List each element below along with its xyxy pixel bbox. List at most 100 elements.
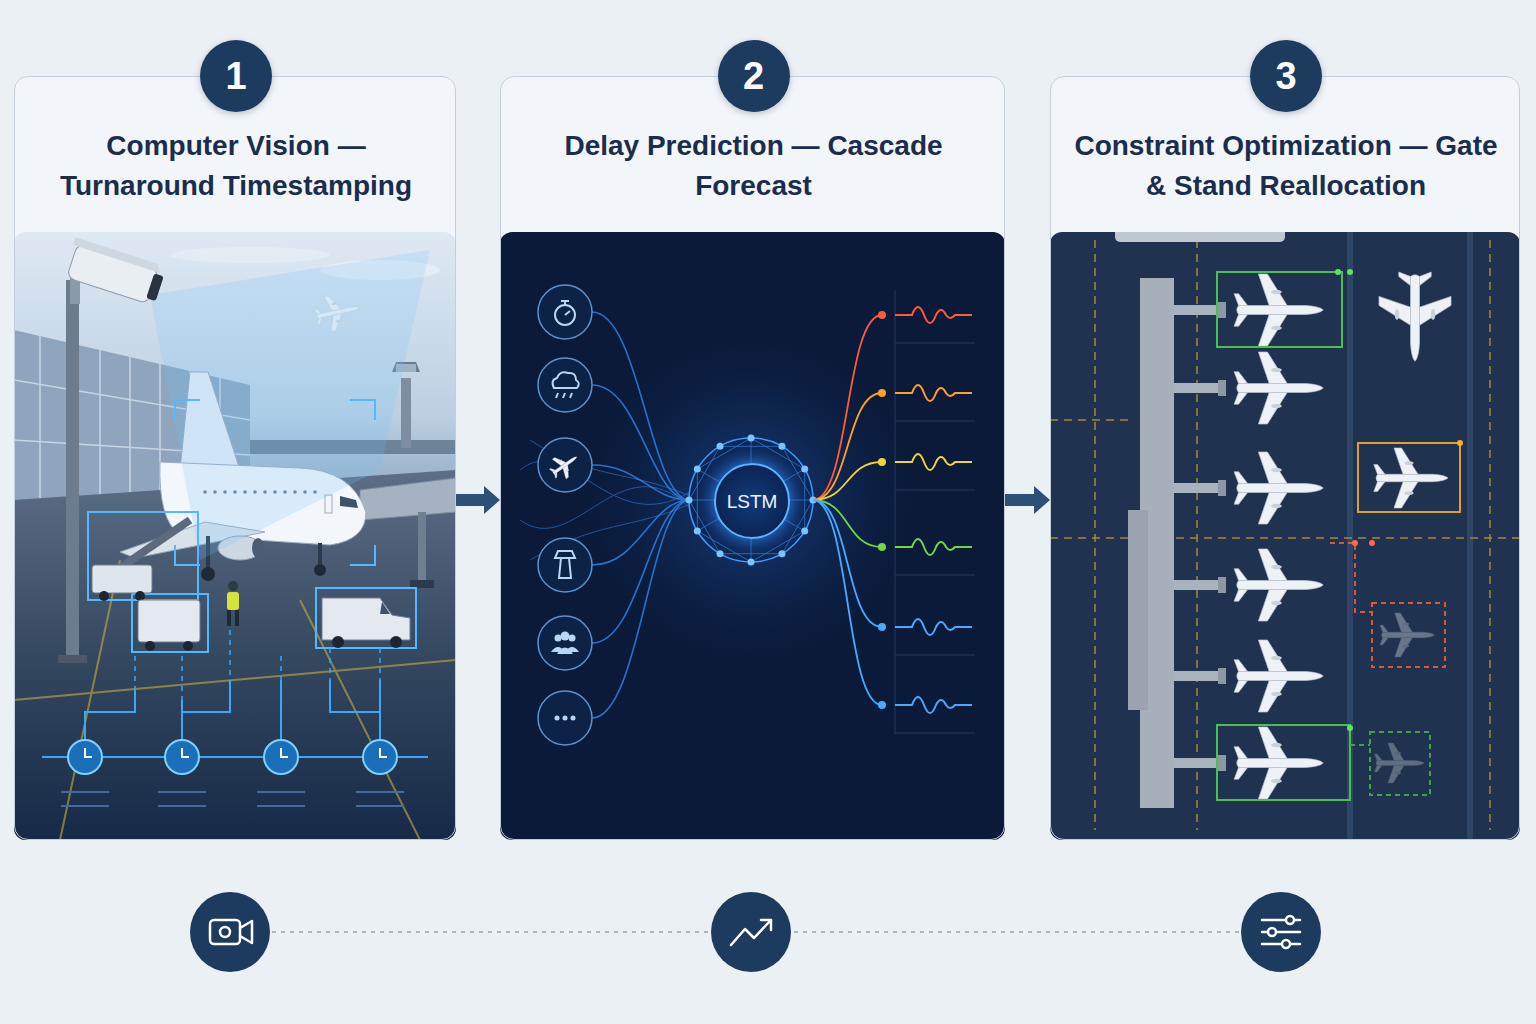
- prediction-scene: [878, 543, 886, 551]
- prediction-scene: [538, 285, 592, 745]
- step-number: 3: [1275, 57, 1296, 95]
- prediction-scene: [895, 733, 975, 734]
- apron-scene: [280, 656, 282, 680]
- stand-map: [1217, 272, 1342, 347]
- apron-scene: [70, 278, 80, 304]
- bottom-icon-row: [220, 927, 230, 937]
- network-mesh: [689, 438, 813, 562]
- stand-map: [1358, 443, 1460, 512]
- apron-scene: [14, 232, 456, 840]
- stand-map: [1379, 272, 1451, 361]
- bottom-icon-row: [240, 921, 252, 943]
- apron-scene: [325, 495, 332, 513]
- apron-scene: [329, 648, 331, 680]
- prediction-scene: [500, 232, 1005, 840]
- apron-scene: [99, 350, 101, 513]
- apron-scene: [363, 740, 397, 774]
- card-fills: [1050, 76, 1520, 840]
- bottom-icon-row: [210, 920, 240, 944]
- prediction-scene: [592, 312, 690, 500]
- prediction-scene: [557, 648, 573, 655]
- apron-scene: [340, 496, 358, 508]
- apron-scene: [58, 655, 87, 663]
- prediction-scene: [895, 490, 975, 491]
- prediction-scene: [538, 538, 592, 592]
- apron-scene: [418, 512, 426, 582]
- network-mesh: [779, 443, 786, 450]
- prediction-scene: [592, 312, 690, 718]
- apron-scene: [68, 740, 102, 774]
- prediction-scene: [895, 307, 972, 323]
- flow-arrow: [456, 486, 500, 514]
- apron-scene: [146, 273, 164, 301]
- stand-map: [1330, 543, 1372, 612]
- apron-scene: [92, 565, 152, 593]
- stand-map: [1370, 732, 1430, 795]
- prediction-scene: [500, 232, 1005, 840]
- apron-scene: [379, 648, 381, 680]
- apron-scene: [316, 588, 416, 648]
- network-mesh: [686, 435, 817, 566]
- prediction-scene: [569, 635, 576, 642]
- stand-map: [1369, 540, 1375, 546]
- prediction-scene: [556, 393, 572, 398]
- apron-scene: [85, 748, 92, 757]
- stand-map: [1050, 232, 1520, 840]
- prediction-scene: [895, 290, 896, 735]
- prediction-scene: [563, 716, 568, 721]
- prediction-scene: [538, 358, 592, 412]
- apron-scene: [182, 748, 189, 757]
- stand-map: [1347, 725, 1353, 731]
- stand-map: [1050, 419, 1130, 421]
- stand-map: [1218, 302, 1226, 771]
- stand-map: [1174, 305, 1226, 768]
- apron-scene: [390, 636, 402, 648]
- card-fills: [14, 76, 1520, 840]
- apron-scene: [61, 791, 109, 793]
- stand-map: [1217, 725, 1350, 800]
- prediction-scene: [561, 301, 570, 315]
- stand-map: [1234, 640, 1323, 712]
- stand-map: [1467, 232, 1473, 840]
- apron-scene: [66, 280, 79, 660]
- apron-scene: [165, 740, 199, 774]
- lstm-core: LSTM: [714, 463, 790, 539]
- prediction-scene: [520, 487, 690, 529]
- prediction-scene: [878, 623, 886, 631]
- stand-map: [1375, 743, 1425, 783]
- apron-scene: [14, 560, 456, 840]
- stand-map: [1234, 274, 1323, 346]
- stand-map: [1234, 727, 1323, 799]
- flow-arrow: [1005, 486, 1050, 514]
- bottom-icon-row: [190, 892, 270, 972]
- prediction-scene: [895, 697, 972, 713]
- step-number: 2: [743, 57, 764, 95]
- apron-scene: [227, 592, 239, 610]
- network-mesh: [686, 497, 693, 504]
- apron-scene: [281, 748, 288, 757]
- apron-scene: [68, 740, 397, 774]
- apron-scene: [63, 237, 167, 306]
- step-number-badge: 1: [200, 40, 272, 112]
- bottom-icon-row: [711, 892, 791, 972]
- apron-scene: [14, 232, 456, 840]
- apron-scene: [39, 336, 41, 518]
- apron-scene: [145, 641, 155, 651]
- flow-arrow-shaft: [456, 494, 484, 506]
- apron-scene: [318, 543, 322, 567]
- prediction-scene: [561, 310, 941, 690]
- apron-scene: [129, 357, 131, 511]
- prediction-scene: [538, 691, 592, 745]
- prediction-scene: [553, 301, 579, 578]
- stand-map: [1218, 668, 1226, 684]
- prediction-scene: [561, 632, 570, 641]
- stand-map: [1234, 452, 1323, 524]
- prediction-scene: [895, 575, 975, 576]
- bottom-icon-row: [1282, 940, 1290, 948]
- stand-map: [1115, 232, 1285, 242]
- prediction-scene: [538, 616, 592, 670]
- apron-scene: [332, 636, 344, 648]
- stage-title: Computer Vision — Turnaround Timestampin…: [27, 126, 445, 206]
- prediction-scene: [546, 447, 584, 484]
- stand-map: [1350, 744, 1370, 746]
